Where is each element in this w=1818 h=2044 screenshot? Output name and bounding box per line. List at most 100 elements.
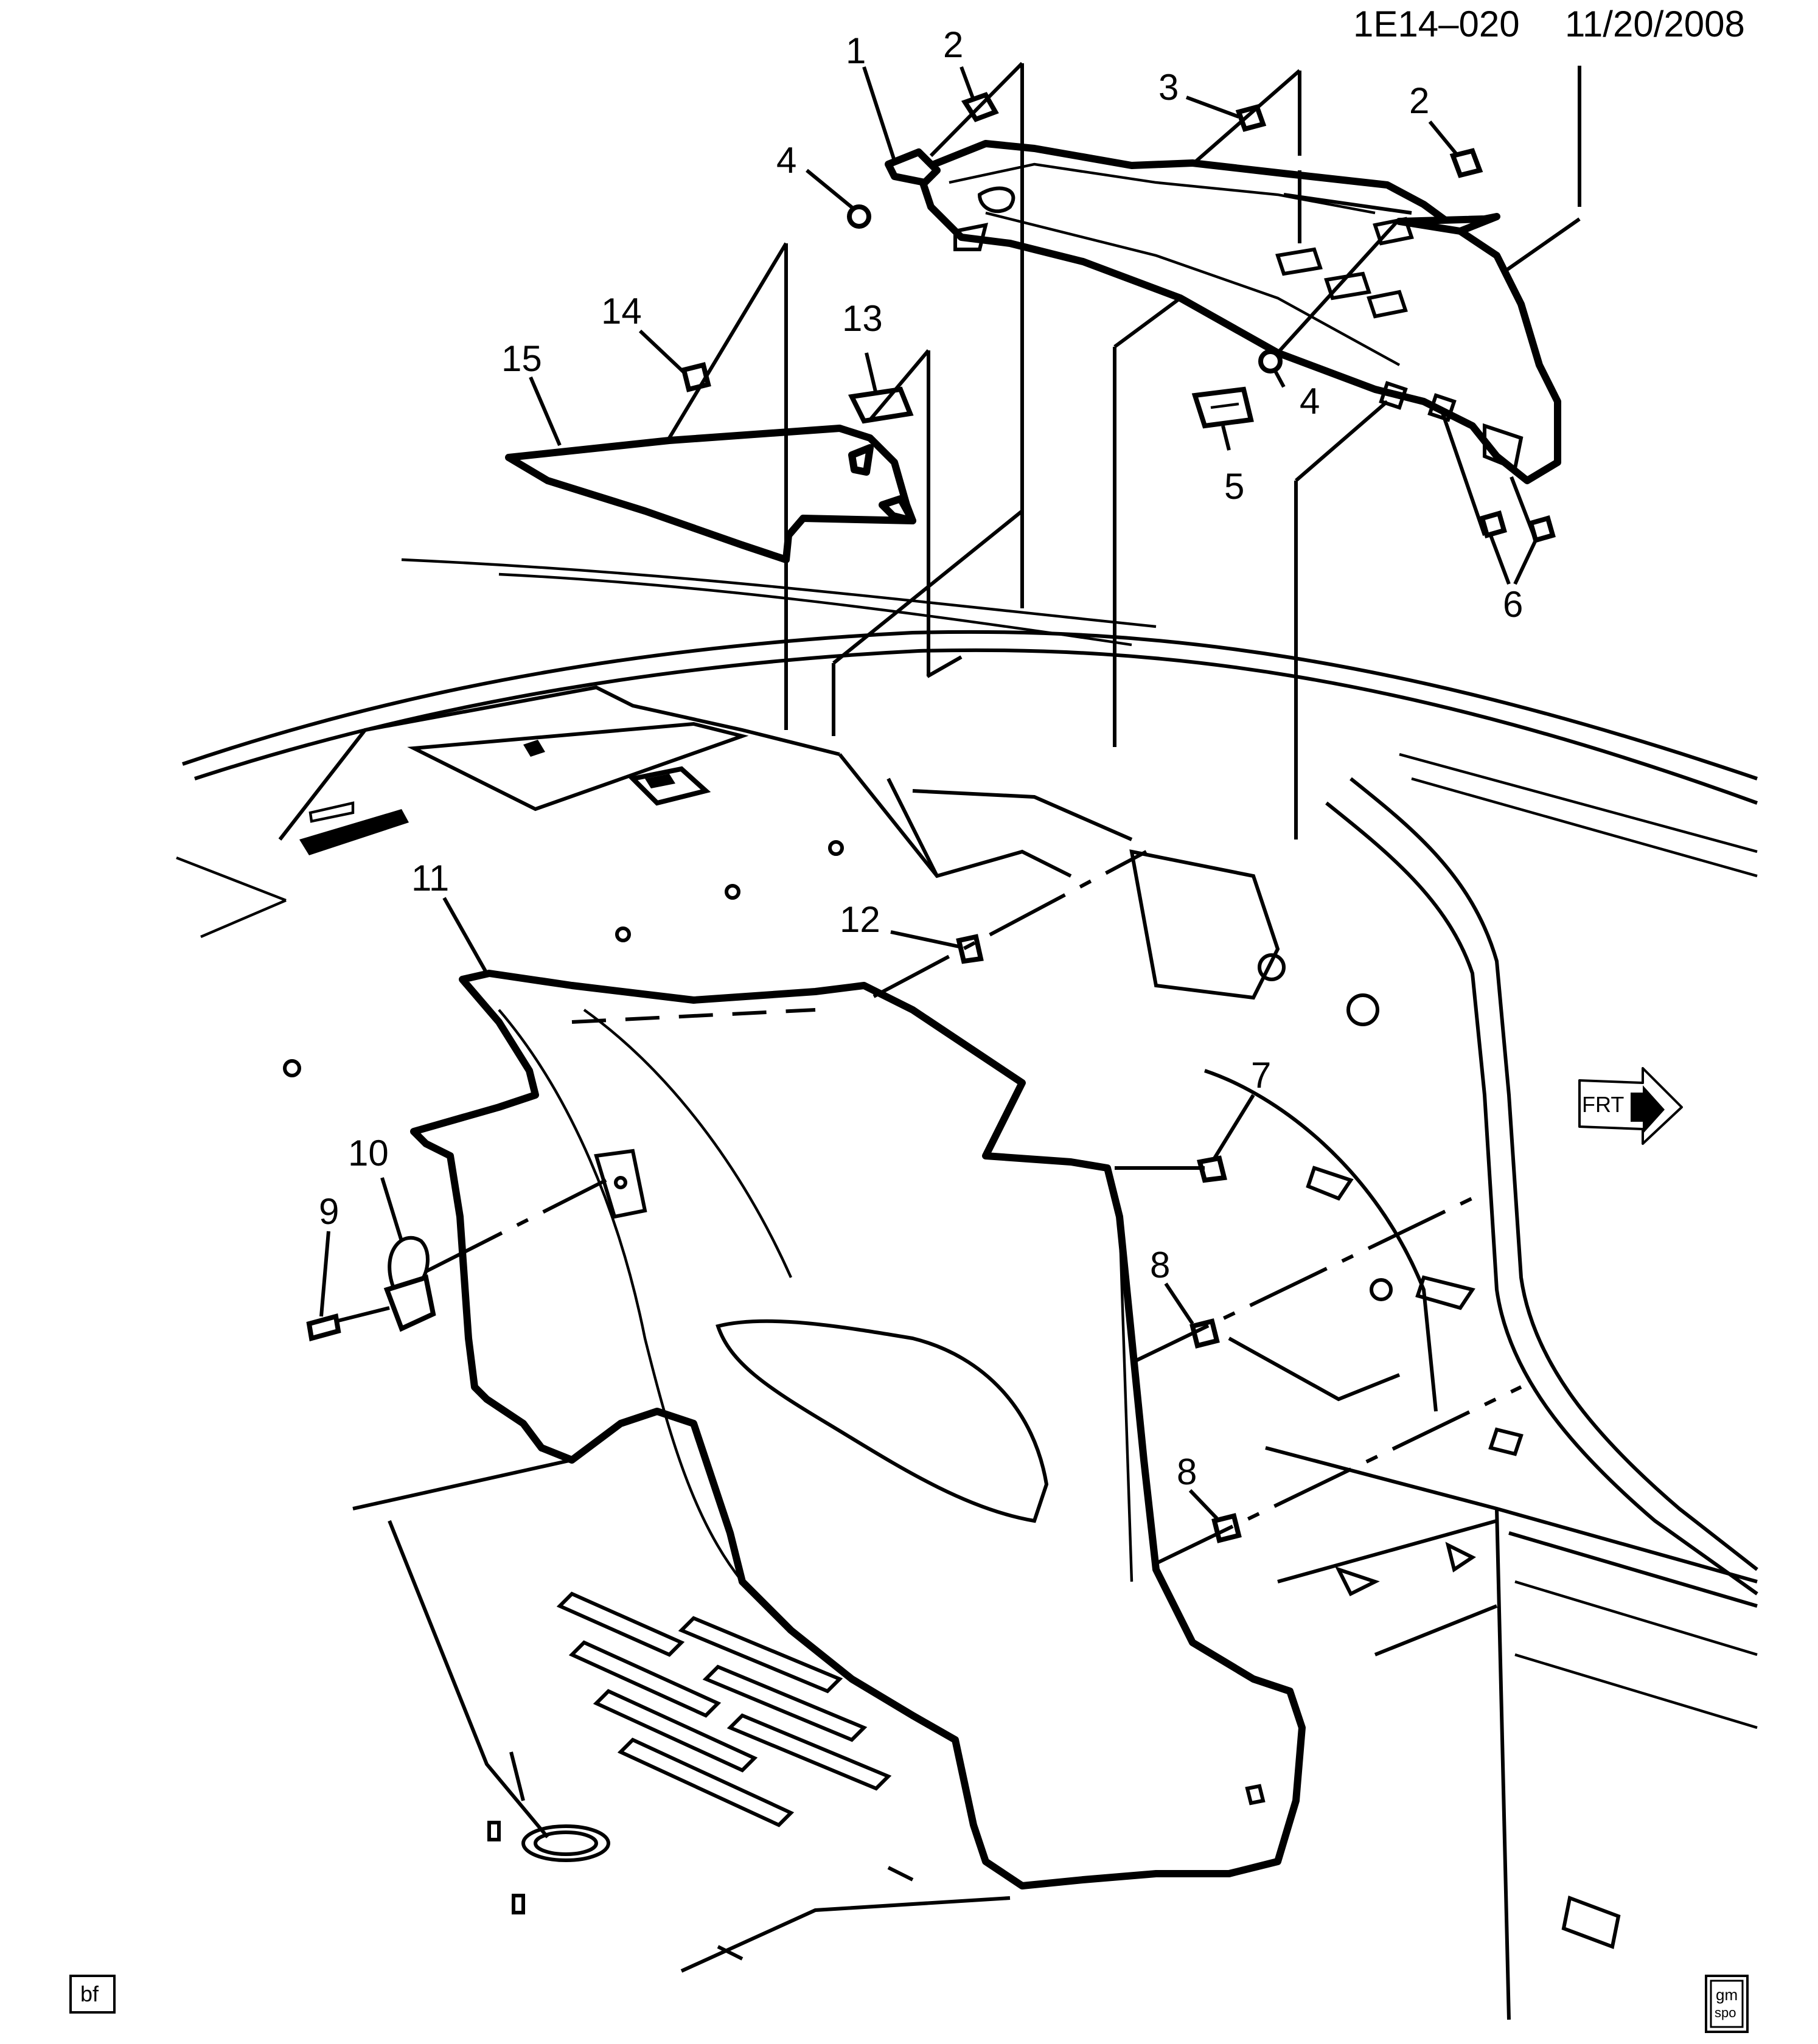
trunk-wall-rib-2 (1514, 1653, 1758, 1729)
gm-spo-logo-line1: gm (1716, 1986, 1738, 2004)
package-shelf-front-edge (278, 685, 840, 841)
shelf-marker (523, 740, 545, 757)
fastener-7 (1197, 1155, 1227, 1183)
glass-opening-lower (838, 753, 1072, 878)
floor-cable (388, 1520, 549, 1838)
floor-drain-plug (521, 1824, 610, 1862)
floor-edge-lower (680, 1896, 1011, 1973)
floor-stud (487, 1821, 501, 1841)
inner-panel-bracket (1129, 849, 1280, 1000)
speaker-grille (299, 809, 409, 855)
roof-rail-outer (182, 630, 1758, 780)
floor-stud-2 (512, 1894, 525, 1914)
part-1-clip-tab (885, 148, 941, 186)
panel-slot (1306, 1166, 1354, 1201)
gm-spo-logo-inner (1710, 1980, 1744, 2028)
fastener-4a (847, 204, 871, 229)
callout-4a: 4 (776, 140, 796, 181)
fasteners-6 (1479, 510, 1556, 543)
wheelhouse-arch (1204, 1069, 1438, 1412)
fastener-3 (1235, 104, 1267, 132)
callout-10: 10 (348, 1133, 389, 1173)
callout-11: 11 (411, 858, 449, 899)
front-arrow-label: FRT (1582, 1092, 1624, 1117)
callout-2b: 2 (1409, 80, 1429, 121)
part-15-tab (848, 444, 874, 476)
body-grommet (283, 1059, 301, 1077)
drawing-date: 11/20/2008 (1565, 4, 1745, 44)
roof-edge-line-2 (498, 572, 1132, 647)
front-direction-arrow: FRT (1578, 1067, 1683, 1145)
glass-opening-sill (912, 789, 1133, 841)
floor-ribs (556, 1591, 892, 1827)
floor-pan-edge (1228, 1337, 1401, 1402)
callout-14: 14 (601, 291, 642, 332)
trunk-floor-edge (1265, 1446, 1758, 1583)
headliner-edge-2 (200, 899, 287, 939)
callout-1: 1 (846, 30, 866, 71)
body-grommet-4 (828, 840, 844, 856)
callout-5: 5 (1224, 466, 1244, 507)
shelf-light-lens (645, 774, 675, 788)
header: 1E14–020 11/20/2008 (1353, 4, 1745, 44)
callout-12: 12 (840, 899, 880, 940)
part-11-quarter-trim-panel (410, 970, 1306, 1889)
headliner-edge (176, 856, 287, 902)
glass-opening-side (886, 777, 939, 877)
gm-spo-logo-box (1705, 1975, 1749, 2033)
floor-tab-2 (887, 1866, 914, 1882)
trunk-wall (1495, 1508, 1511, 2020)
fastener-9-screw (306, 1313, 341, 1342)
callout-3: 3 (1158, 67, 1179, 108)
trunk-sill (1277, 1519, 1497, 1583)
quarter-structure-inner (1325, 801, 1758, 1596)
quarter-window-ledge-2 (1411, 777, 1758, 878)
trunk-wall-rib (1514, 1580, 1758, 1656)
leader-lines (319, 66, 1538, 1520)
sill-clip (1335, 1566, 1380, 1597)
callout-4b: 4 (1300, 381, 1320, 422)
callout-8b: 8 (1177, 1451, 1197, 1492)
floor-tab (717, 1945, 744, 1961)
bf-tag: bf (80, 1981, 99, 2006)
quarter-structure-outer (1350, 777, 1758, 1571)
bf-tag-box (69, 1975, 116, 2014)
callout-2a: 2 (943, 24, 963, 65)
trunk-wall-top (1508, 1531, 1758, 1608)
part-10-tie-down (383, 1236, 436, 1332)
callout-13: 13 (842, 298, 883, 339)
access-hole-3 (1370, 1278, 1393, 1301)
part-5-bezel (1191, 386, 1254, 429)
roof-edge-line (401, 558, 1157, 628)
gm-spo-logo-line2: spo (1715, 2005, 1736, 2020)
part-1-upper-trim-panel (915, 140, 1561, 484)
callout-7: 7 (1251, 1055, 1271, 1096)
part-15-trim-panel (505, 425, 916, 563)
floor-cable-2 (509, 1751, 525, 1801)
panel-slot-2 (1415, 1275, 1475, 1310)
roof-rail-inner (194, 648, 1758, 805)
fastener-2b (1449, 148, 1483, 178)
drawing-id: 1E14–020 (1353, 4, 1520, 44)
body-grommet-3 (725, 884, 740, 900)
package-shelf-panel (407, 721, 749, 812)
vehicle-body-structure (176, 558, 1758, 2020)
fastener-8a (1189, 1318, 1220, 1349)
fastener-4b (1258, 349, 1283, 374)
floor-drain-plug-inner (534, 1830, 598, 1856)
callout-9: 9 (319, 1191, 339, 1232)
footer: bf gm spo (69, 1975, 1749, 2033)
assembly-lines (335, 61, 1581, 1565)
latch-bracket (1488, 1427, 1524, 1456)
part-15-tab-2 (879, 495, 916, 524)
callout-15: 15 (501, 338, 542, 379)
body-grommet-2 (615, 926, 631, 942)
floor-edge (352, 1458, 573, 1510)
access-hole-1 (1258, 953, 1286, 981)
sill-clip-2 (1445, 1542, 1476, 1573)
callout-labels: 1 2 3 2 4 4 5 6 14 13 15 11 12 7 10 9 8 … (319, 24, 1523, 1492)
trunk-wall-slot (1561, 1895, 1621, 1950)
fastener-12 (956, 934, 984, 964)
shelf-clip (308, 801, 355, 823)
